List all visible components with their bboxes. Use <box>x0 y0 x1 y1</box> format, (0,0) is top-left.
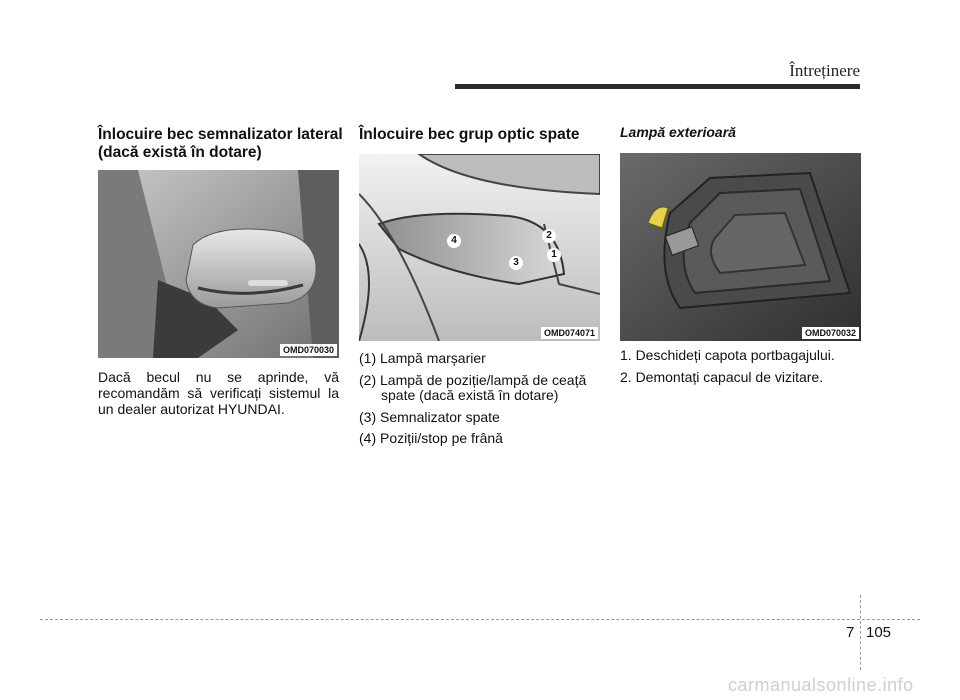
figure-side-mirror: OMD070030 <box>98 170 339 358</box>
page-number: 105 <box>866 624 892 641</box>
figure-code: OMD070032 <box>801 327 859 339</box>
trunk-cover-illustration <box>620 153 861 341</box>
steps-list: 1. Deschideți capota portbagajului. 2. D… <box>620 347 860 391</box>
list-item: (2) Lampă de poziție/lampă de ceață spat… <box>359 371 587 403</box>
footer-dashed-divider <box>860 595 861 670</box>
figure-trunk-cover: OMD070032 <box>620 153 861 341</box>
heading-side-repeater: Înlocuire bec semnalizator lateral (dacă… <box>98 126 343 161</box>
figure-rear-lamp: 4 2 3 1 OMD074071 <box>359 154 600 341</box>
list-item: (1) Lampă marșarier <box>359 350 486 366</box>
list-item: 1. Deschideți capota portbagajului. <box>620 347 835 363</box>
chapter-number: 7 <box>846 624 855 641</box>
callout-4: 4 <box>447 234 461 248</box>
lamp-list: (1) Lampă marșarier (2) Lampă de poziție… <box>359 350 599 453</box>
figure-code: OMD070030 <box>279 344 337 356</box>
rear-lamp-illustration <box>359 154 600 341</box>
list-item: 2. Demontați capacul de vizitare. <box>620 368 824 385</box>
header-rule <box>455 84 860 89</box>
callout-2: 2 <box>542 229 556 243</box>
callout-1: 1 <box>547 248 561 262</box>
callout-3: 3 <box>509 256 523 270</box>
heading-exterior-lamp: Lampă exterioară <box>620 124 736 140</box>
paragraph-side-repeater: Dacă becul nu se aprinde, vă recomandăm … <box>98 369 339 417</box>
figure-code: OMD074071 <box>540 327 598 339</box>
watermark: carmanualsonline.info <box>728 675 914 695</box>
list-item: (3) Semnalizator spate <box>359 408 500 425</box>
footer-dashed-rule <box>40 619 920 620</box>
section-title: Întreținere <box>789 61 860 80</box>
side-mirror-illustration <box>98 170 339 358</box>
heading-rear-combination-lamp: Înlocuire bec grup optic spate <box>359 126 580 143</box>
list-item: (4) Poziții/stop pe frână <box>359 430 503 446</box>
